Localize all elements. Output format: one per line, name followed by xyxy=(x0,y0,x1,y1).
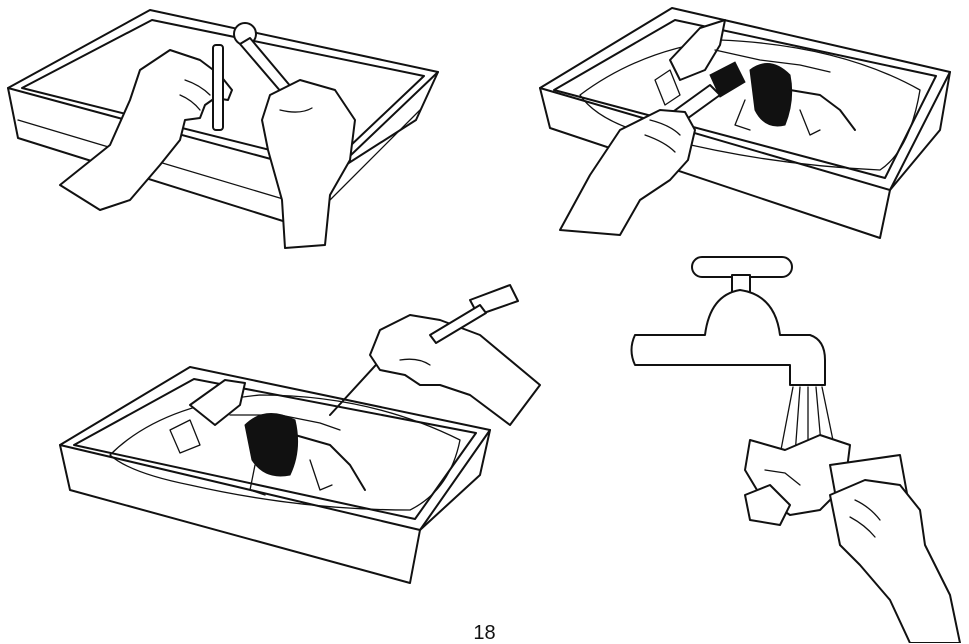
illustration-break-plaster xyxy=(0,0,460,255)
faucet-washing-icon xyxy=(610,245,969,643)
illustration-wash-under-tap xyxy=(610,245,969,643)
tray-with-brush-icon xyxy=(520,0,969,255)
illustration-brush-skeleton xyxy=(520,0,969,255)
illustration-chisel-skeleton xyxy=(40,265,560,585)
tray-with-hands-icon xyxy=(0,0,460,255)
tray-with-chisel-icon xyxy=(40,265,560,585)
page-number: 18 xyxy=(0,622,969,644)
